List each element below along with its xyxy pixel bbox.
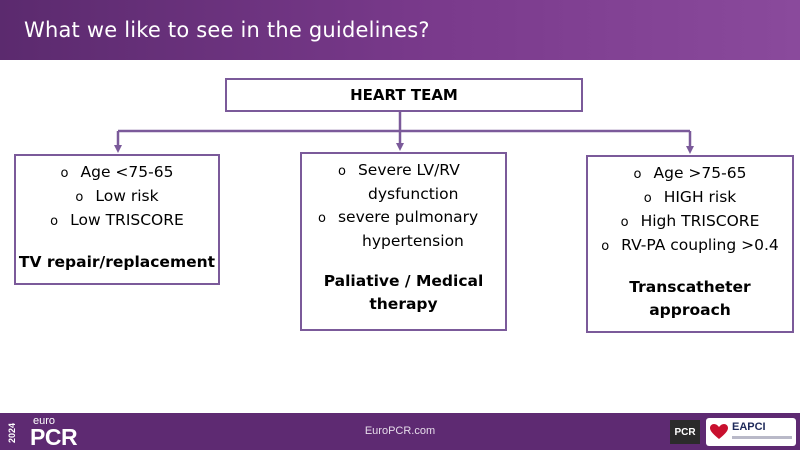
logo-euro-text: euro [33,415,56,427]
bullet-circle-icon: o [75,190,84,205]
logo-pcr-text: PCR [30,424,78,450]
heart-icon [710,424,728,439]
bullet-circle-icon: o [643,191,652,206]
bullet-circle-icon: o [60,166,69,181]
bullet-circle-icon: o [601,239,610,254]
bullet-circle-icon: o [338,164,346,179]
bullet-continuation: hypertension [362,232,464,250]
eapci-subtitle-bar [732,436,792,439]
heart-team-box: HEART TEAM [225,78,583,112]
bullet-circle-icon: o [50,214,59,229]
right-conclusion: Transcatheter approach [629,278,751,319]
eapci-badge-logo: EAPCI [706,418,796,446]
footer-url[interactable]: EuroPCR.com [364,425,436,437]
bullet-circle-icon: o [620,215,629,230]
eapci-label: EAPCI [732,421,766,433]
bullet-continuation: dysfunction [368,185,459,203]
slide-title: What we like to see in the guidelines? [24,18,430,42]
bullet-circle-icon: o [318,211,326,226]
left-conclusion: TV repair/replacement [18,253,216,271]
heart-team-label: HEART TEAM [350,85,458,104]
title-bar: What we like to see in the guidelines? [0,0,800,60]
middle-conclusion: Paliative / Medical therapy [323,272,484,313]
pcr-badge-logo: PCR [670,420,700,444]
footer-bar: 2024 euro PCR EuroPCR.com [0,413,800,450]
bullet-circle-icon: o [633,167,642,182]
